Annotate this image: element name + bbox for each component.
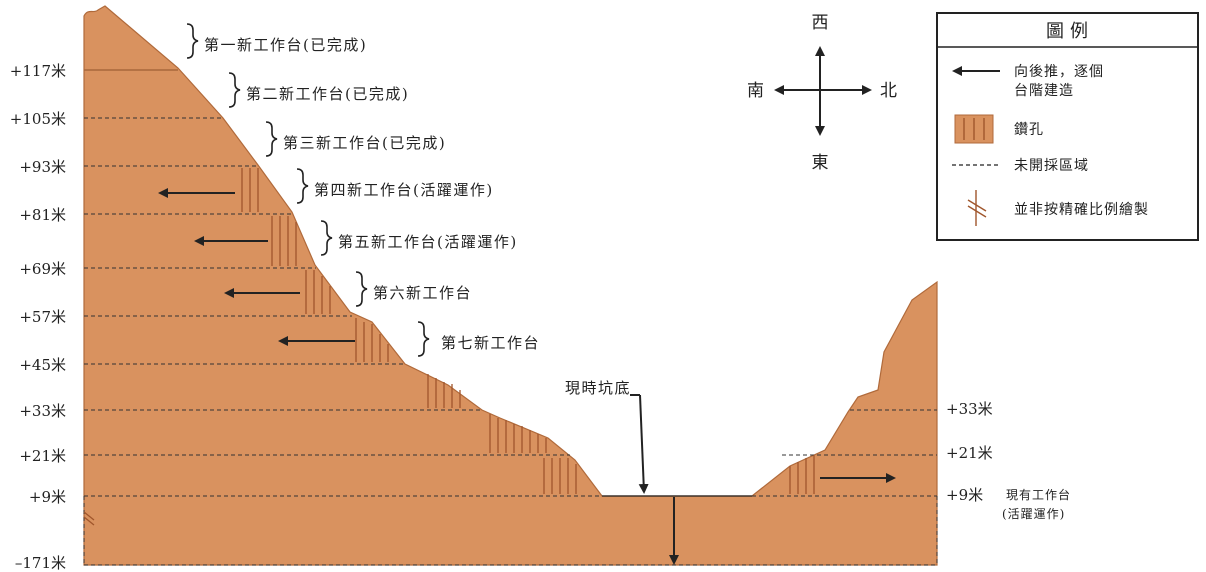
scale-break-icon (83, 511, 95, 526)
bench-label: 第四新工作台(活躍運作) (314, 181, 494, 199)
level-label: +105米 (10, 110, 66, 128)
legend-item-text: 向後推，逐個 (1014, 64, 1104, 80)
scale-break-icon (967, 190, 987, 226)
level-label: +69米 (19, 260, 66, 278)
level-label: +21米 (946, 444, 993, 462)
level-label: +9米 (29, 488, 66, 506)
right-level-labels: +33米 +21米 +9米 現有工作台 (活躍運作) (946, 400, 1071, 521)
bench-label: 第五新工作台(活躍運作) (338, 233, 518, 251)
bench-label: 第七新工作台 (441, 334, 540, 352)
bench-label: 第六新工作台 (373, 284, 472, 302)
compass-north: 北 (880, 81, 897, 101)
legend-item-text: 並非按精確比例繪製 (1014, 201, 1149, 218)
drill-hole-icon (954, 114, 994, 144)
rock-mass-left-wall (83, 5, 938, 566)
legend-item-text: 鑽孔 (1014, 122, 1044, 138)
level-label: +117米 (10, 62, 66, 80)
compass-south: 南 (747, 81, 764, 101)
compass-east: 東 (812, 153, 829, 173)
drill-holes (241, 168, 815, 494)
bench-label: 第三新工作台(已完成) (283, 134, 446, 152)
level-label: +57米 (19, 308, 66, 326)
bench-label: 第一新工作台(已完成) (204, 36, 367, 54)
compass-west: 西 (812, 13, 829, 33)
bench-labels: 第一新工作台(已完成) 第二新工作台(已完成) 第三新工作台(已完成) 第四新工… (204, 36, 631, 397)
level-label: +33米 (946, 400, 993, 418)
level-label: +93米 (19, 158, 66, 176)
legend-item-text: 台階建造 (1014, 83, 1074, 99)
bench-brackets (186, 23, 430, 357)
existing-bench-status: (活躍運作) (1002, 507, 1065, 521)
bench-label: 第二新工作台(已完成) (246, 85, 409, 103)
legend-title: 圖例 (1046, 21, 1094, 42)
level-label: +21米 (19, 447, 66, 465)
legend: 圖例 向後推，逐個 台階建造 鑽孔 未開採區域 並非按精確比例繪製 (936, 12, 1199, 241)
level-label: –171米 (15, 554, 66, 572)
left-level-labels: +117米 +105米 +93米 +81米 +69米 +57米 +45米 +33… (10, 62, 66, 572)
level-label: +81米 (19, 206, 66, 224)
existing-bench-label: 現有工作台 (1006, 487, 1071, 502)
level-label: +9米 (946, 486, 983, 504)
pit-bottom-label: 現時坑底 (565, 379, 631, 397)
level-label: +45米 (19, 356, 66, 374)
level-lines (83, 69, 938, 566)
advance-arrows (158, 188, 896, 565)
legend-item-text: 未開採區域 (1014, 158, 1089, 174)
level-label: +33米 (19, 402, 66, 420)
compass-rose: 西 東 南 北 (747, 13, 897, 173)
